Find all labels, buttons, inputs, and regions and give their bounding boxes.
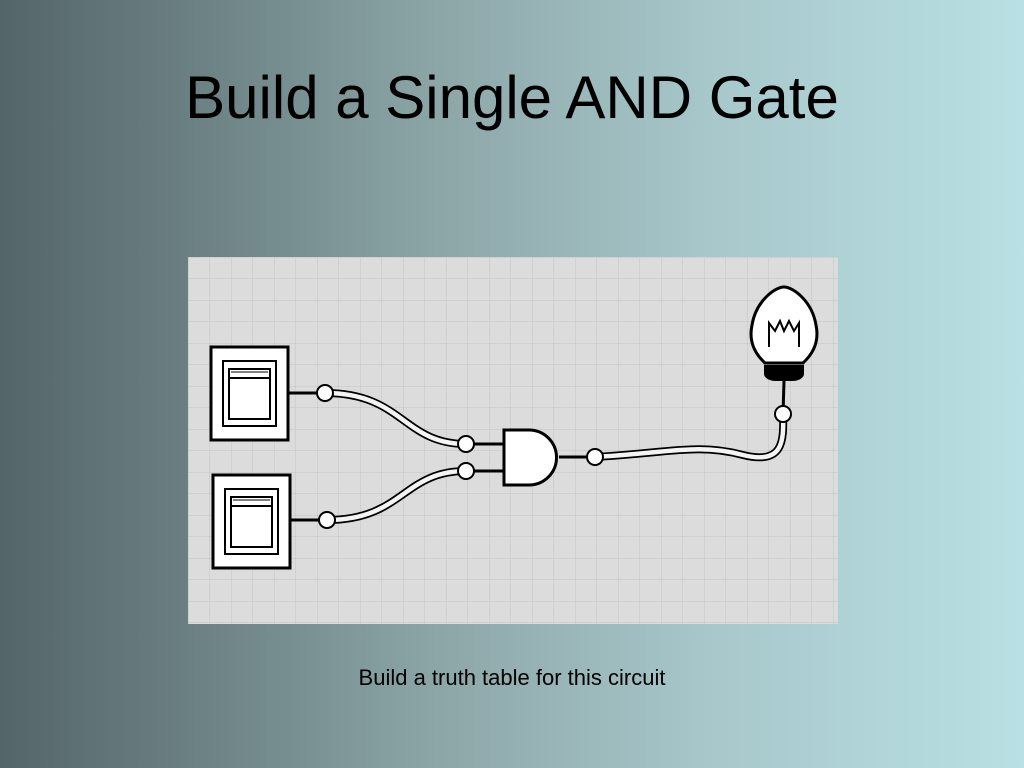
- and-gate[interactable]: [502, 428, 558, 487]
- wire-b-fill: [324, 468, 469, 523]
- wire-output-fill: [592, 411, 786, 460]
- input-switch-a[interactable]: [209, 345, 290, 442]
- bulb-filament: [768, 318, 800, 347]
- switch-b-rocker: [230, 496, 273, 548]
- node-switch-a[interactable]: [316, 384, 334, 402]
- switch-a-rocker: [228, 368, 271, 420]
- node-bulb-input[interactable]: [774, 405, 792, 423]
- node-switch-b[interactable]: [318, 511, 336, 529]
- slide-caption: Build a truth table for this circuit: [358, 665, 666, 690]
- node-gate-input-b[interactable]: [457, 462, 475, 480]
- output-bulb[interactable]: [749, 285, 819, 415]
- connector-nodes: [316, 384, 792, 529]
- bulb-glass: [749, 285, 819, 365]
- node-gate-input-a[interactable]: [457, 435, 475, 453]
- slide-title: Build a Single AND Gate: [185, 64, 839, 131]
- input-switch-b[interactable]: [211, 473, 292, 570]
- circuit-diagram: [188, 257, 838, 624]
- wire-a-fill: [322, 390, 469, 447]
- node-gate-output[interactable]: [586, 448, 604, 466]
- bulb-base: [764, 365, 804, 381]
